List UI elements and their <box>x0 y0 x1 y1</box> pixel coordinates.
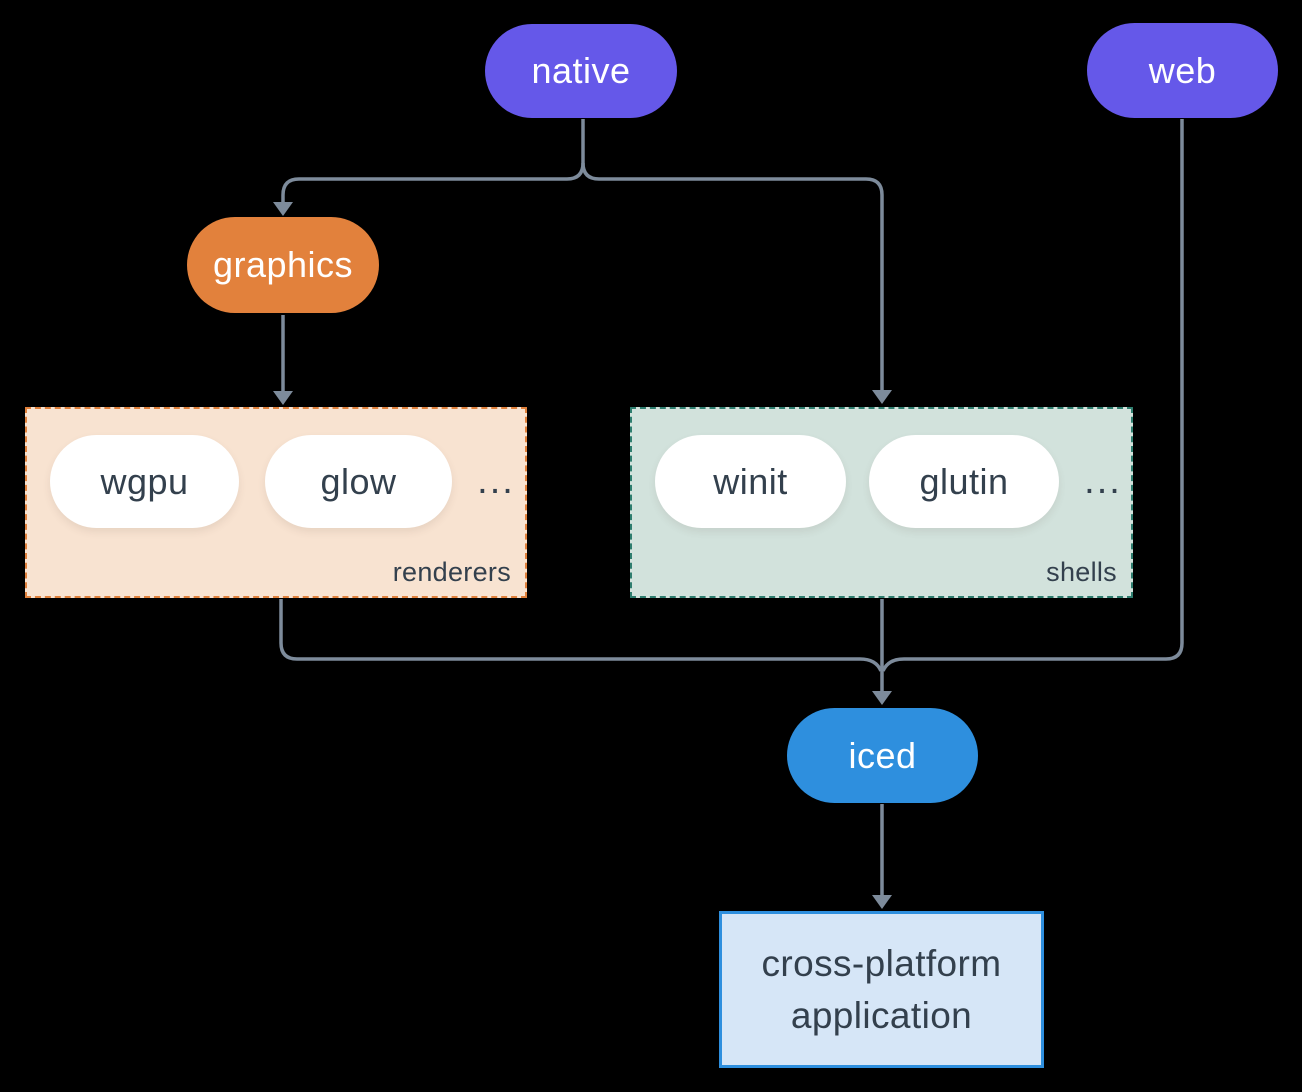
node-glow-label: glow <box>320 460 397 502</box>
arrowhead-into-graphics <box>273 202 293 216</box>
application-label-line1: cross-platform <box>761 943 1002 985</box>
connector-native-to-graphics <box>281 119 585 203</box>
node-glow: glow <box>265 435 452 528</box>
renderers-group-label: renderers <box>392 557 511 587</box>
connector-native-to-shells <box>581 162 884 391</box>
renderers-ellipsis: ... <box>477 460 515 502</box>
arrowhead-into-renderers <box>273 391 293 405</box>
node-glutin-label: glutin <box>919 460 1009 502</box>
node-native-label: native <box>531 50 631 91</box>
node-winit: winit <box>655 435 846 528</box>
arrowhead-into-iced <box>872 691 892 705</box>
connector-renderers-to-iced <box>279 599 883 672</box>
node-wgpu-label: wgpu <box>100 460 189 502</box>
arrowhead-into-shells <box>872 390 892 404</box>
node-web-label: web <box>1148 49 1217 91</box>
shells-ellipsis: ... <box>1084 460 1122 502</box>
shells-group-label: shells <box>1046 557 1117 587</box>
node-iced: iced <box>787 708 978 803</box>
node-web: web <box>1087 23 1278 118</box>
node-application: cross-platform application <box>719 911 1044 1068</box>
node-iced-label: iced <box>848 734 917 776</box>
arrowhead-into-application <box>872 895 892 909</box>
node-winit-label: winit <box>713 460 788 502</box>
node-wgpu: wgpu <box>50 435 239 528</box>
group-shells: winit glutin ... shells <box>630 407 1133 598</box>
node-glutin: glutin <box>869 435 1059 528</box>
node-graphics-label: graphics <box>212 244 354 285</box>
application-label-line2: application <box>790 994 973 1036</box>
node-native: native <box>485 24 677 118</box>
node-graphics: graphics <box>187 217 379 313</box>
group-renderers: wgpu glow ... renderers <box>25 407 527 598</box>
